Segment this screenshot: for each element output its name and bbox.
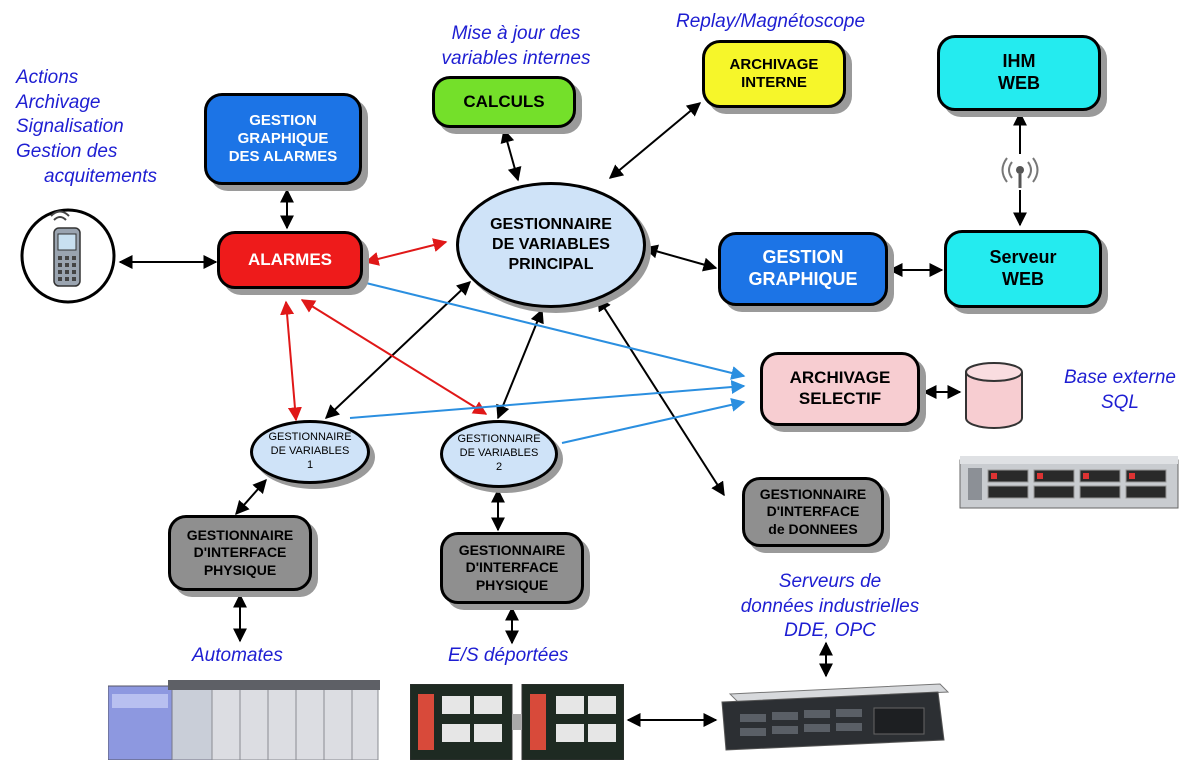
label-replay: Replay/Magnétoscope bbox=[676, 10, 865, 35]
label-line: Actions bbox=[16, 67, 79, 88]
box-text: GRAPHIQUE bbox=[237, 129, 329, 147]
ellipse-text: GESTIONNAIRE bbox=[268, 431, 352, 444]
ellipse-text: GESTIONNAIRE bbox=[490, 216, 612, 233]
label-line: Automates bbox=[192, 645, 283, 666]
box-text: ARCHIVAGE bbox=[729, 55, 819, 73]
label-line: acquitements bbox=[44, 165, 158, 187]
box-alarmes: ALARMES bbox=[217, 231, 363, 289]
rack-server-icon bbox=[959, 456, 1179, 509]
label-line: E/S déportées bbox=[448, 645, 569, 666]
ellipse-text: DE VARIABLES bbox=[492, 236, 610, 253]
label-base-externe: Base externe SQL bbox=[1050, 366, 1190, 415]
box-text: GESTIONNAIRE bbox=[759, 486, 867, 503]
label-line: SQL bbox=[1100, 391, 1140, 413]
box-text: GRAPHIQUE bbox=[748, 269, 858, 289]
plc-automate-icon bbox=[108, 680, 380, 760]
label-line: Archivage bbox=[16, 91, 101, 113]
box-text: WEB bbox=[998, 73, 1040, 93]
remote-io-modules-icon bbox=[410, 684, 624, 760]
label-serveurs: Serveurs de données industrielles DDE, O… bbox=[712, 570, 948, 644]
label-line: DDE, OPC bbox=[784, 620, 876, 642]
box-text: WEB bbox=[1002, 269, 1044, 289]
box-text: Serveur bbox=[989, 247, 1057, 268]
box-text: ARCHIVAGE bbox=[789, 368, 891, 388]
box-text: IHM bbox=[1002, 51, 1036, 72]
box-archivage-interne: ARCHIVAGE INTERNE bbox=[702, 40, 846, 108]
box-serveur-web: Serveur WEB bbox=[944, 230, 1102, 308]
box-text: ALARMES bbox=[247, 249, 333, 269]
arrow-principal-gestion-graphique bbox=[643, 244, 718, 272]
arrow-alarmes-gv1 bbox=[280, 300, 302, 422]
label-mise-a-jour: Mise à jour des variables internes bbox=[426, 22, 606, 71]
label-line: Base externe bbox=[1064, 367, 1176, 388]
box-text: GESTIONNAIRE bbox=[186, 527, 294, 544]
ellipse-text: PRINCIPAL bbox=[508, 256, 594, 273]
ellipse-text: DE VARIABLES bbox=[270, 445, 350, 458]
box-text: GESTION bbox=[249, 111, 317, 129]
box-ihm-web: IHM WEB bbox=[937, 35, 1101, 111]
box-archivage-selectif: ARCHIVAGE SELECTIF bbox=[760, 352, 920, 426]
ellipse-gestionnaire-principal: GESTIONNAIRE DE VARIABLES PRINCIPAL bbox=[456, 182, 646, 308]
box-text: D'INTERFACE bbox=[766, 503, 860, 520]
box-text: D'INTERFACE bbox=[193, 544, 287, 561]
label-line: variables internes bbox=[441, 47, 591, 69]
wireless-antenna-icon bbox=[1001, 154, 1039, 190]
mobile-phone-icon bbox=[20, 208, 116, 304]
industrial-server-icon bbox=[721, 683, 950, 751]
box-gestionnaire-interface-physique-1: GESTIONNAIRE D'INTERFACE PHYSIQUE bbox=[168, 515, 312, 591]
arrow-alarmes-archivage bbox=[365, 282, 746, 380]
label-line: Replay/Magnétoscope bbox=[676, 11, 866, 32]
box-calculs: CALCULS bbox=[432, 76, 576, 128]
box-text: de DONNEES bbox=[768, 520, 858, 537]
ellipse-text: 1 bbox=[306, 458, 314, 471]
box-text: GESTION bbox=[762, 247, 844, 268]
ellipse-gestionnaire-variables-2: GESTIONNAIRE DE VARIABLES 2 bbox=[440, 420, 558, 488]
ellipse-text: GESTIONNAIRE bbox=[457, 433, 541, 446]
box-text: CALCULS bbox=[463, 91, 545, 111]
box-text: DES ALARMES bbox=[228, 148, 338, 166]
label-es-deportees: E/S déportées bbox=[448, 644, 568, 669]
box-text: INTERNE bbox=[741, 74, 807, 91]
ellipse-text: 2 bbox=[495, 460, 503, 473]
box-text: SELECTIF bbox=[798, 389, 882, 408]
box-text: D'INTERFACE bbox=[465, 559, 559, 576]
label-line: Signalisation bbox=[16, 116, 124, 138]
label-actions: Actions Archivage Signalisation Gestion … bbox=[16, 66, 157, 189]
box-text: PHYSIQUE bbox=[475, 576, 549, 593]
ellipse-gestionnaire-variables-1: GESTIONNAIRE DE VARIABLES 1 bbox=[250, 420, 370, 484]
arrow-alarmes-principal bbox=[364, 238, 448, 266]
arrow-alarmes-gv2 bbox=[300, 299, 488, 415]
arrow-archivage-interne-principal bbox=[608, 102, 702, 179]
label-line: Mise à jour des bbox=[451, 23, 581, 44]
label-line: Gestion des bbox=[16, 141, 118, 163]
arrow-principal-gid bbox=[597, 296, 725, 497]
box-text: GESTIONNAIRE bbox=[458, 542, 566, 559]
database-cylinder-icon bbox=[965, 362, 1023, 429]
arrow-calculs-principal bbox=[500, 128, 522, 182]
box-text: PHYSIQUE bbox=[203, 561, 277, 578]
arrow-gv1-archivage bbox=[349, 380, 746, 419]
arrow-gv2-archivage bbox=[561, 397, 746, 444]
ellipse-text: DE VARIABLES bbox=[459, 447, 539, 460]
label-automates: Automates bbox=[192, 644, 283, 669]
label-line: Serveurs de bbox=[778, 571, 882, 592]
box-gestionnaire-interface-physique-2: GESTIONNAIRE D'INTERFACE PHYSIQUE bbox=[440, 532, 584, 604]
arrow-gv1-gip1 bbox=[235, 478, 267, 516]
arrow-principal-gv2 bbox=[496, 308, 544, 420]
box-gestion-graphique: GESTION GRAPHIQUE bbox=[718, 232, 888, 306]
label-line: données industrielles bbox=[740, 595, 920, 617]
box-gestionnaire-interface-donnees: GESTIONNAIRE D'INTERFACE de DONNEES bbox=[742, 477, 884, 547]
box-gestion-graphique-alarmes: GESTION GRAPHIQUE DES ALARMES bbox=[204, 93, 362, 185]
